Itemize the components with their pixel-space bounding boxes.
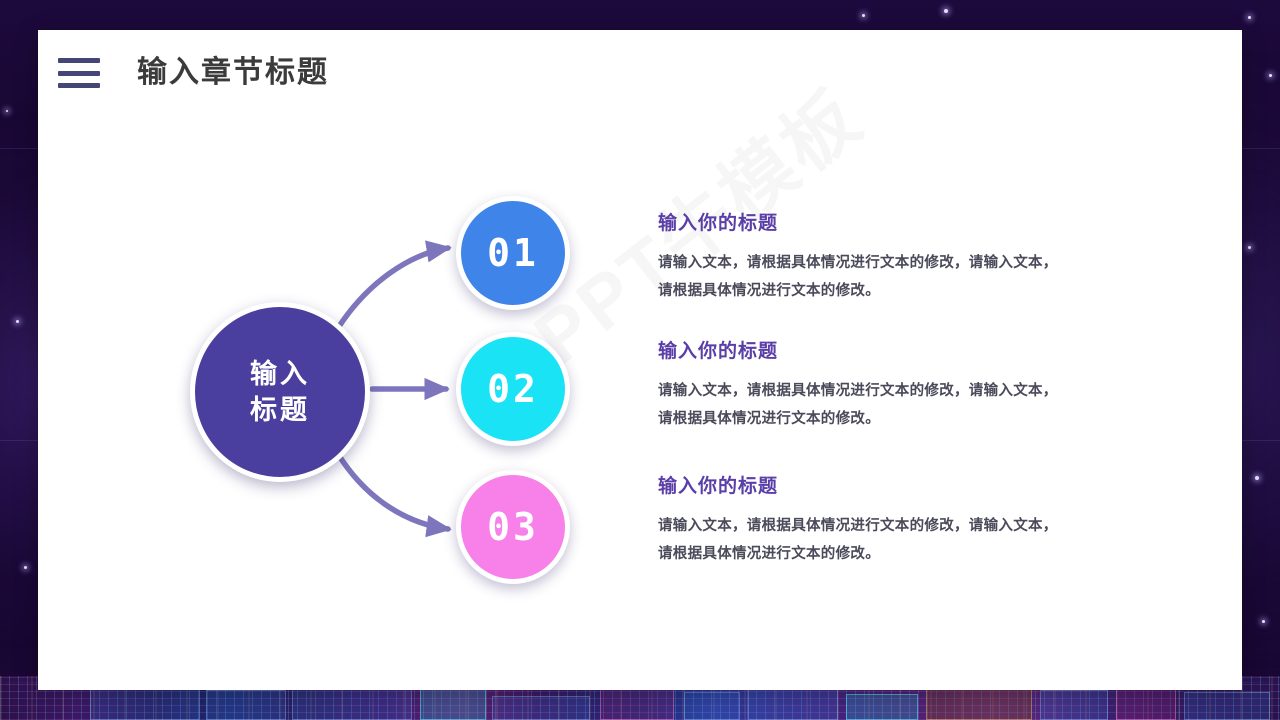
sparkle-dot — [862, 14, 865, 17]
sparkle-dot — [16, 320, 19, 323]
node-circle-03[interactable]: 03 — [456, 470, 570, 584]
content-body-line: 请输入文本，请根据具体情况进行文本的修改，请输入文本， — [658, 518, 1058, 534]
menu-bar — [58, 70, 100, 76]
content-block-3: 输入你的标题 请输入文本，请根据具体情况进行文本的修改，请输入文本， 请根据具体… — [658, 471, 1128, 569]
slide-content-card: 输入章节标题 PPT牛模板 输入 标题 — [38, 30, 1242, 690]
arrow-to-node-1 — [335, 240, 452, 331]
content-body-line: 请输入文本，请根据具体情况进行文本的修改，请输入文本， — [658, 255, 1058, 271]
process-diagram: 输入 标题 01 02 03 输入你的标题 请输入文本，请根据具体情况进行文本的… — [38, 30, 1242, 690]
hub-circle[interactable]: 输入 标题 — [190, 302, 370, 482]
content-body-line: 请根据具体情况进行文本的修改。 — [658, 411, 880, 428]
sparkle-dot — [1269, 74, 1272, 77]
arrow-to-node-3 — [335, 451, 452, 538]
page-title: 输入章节标题 — [137, 56, 329, 89]
slide-header: 输入章节标题 — [38, 30, 329, 116]
sparkle-dot — [1248, 16, 1251, 19]
node-number: 02 — [487, 367, 539, 411]
hub-label-line1: 输入 — [250, 358, 310, 389]
content-title: 输入你的标题 — [658, 476, 779, 497]
content-body-line: 请根据具体情况进行文本的修改。 — [658, 283, 880, 300]
menu-bar — [58, 58, 100, 63]
sparkle-dot — [944, 9, 948, 13]
hub-label-line2: 标题 — [250, 395, 310, 425]
content-body: 请输入文本，请根据具体情况进行文本的修改，请输入文本， 请根据具体情况进行文本的… — [658, 512, 1128, 569]
sparkle-dot — [6, 110, 8, 112]
node-circle-02[interactable]: 02 — [456, 332, 570, 446]
menu-bar — [58, 83, 100, 88]
node-number: 03 — [487, 505, 539, 549]
content-title: 输入你的标题 — [658, 213, 779, 234]
content-block-2: 输入你的标题 请输入文本，请根据具体情况进行文本的修改，请输入文本， 请根据具体… — [658, 336, 1128, 434]
content-body-line: 请输入文本，请根据具体情况进行文本的修改，请输入文本， — [658, 383, 1058, 399]
sparkle-dot — [24, 566, 27, 569]
node-circle-01[interactable]: 01 — [456, 196, 570, 310]
content-body: 请输入文本，请根据具体情况进行文本的修改，请输入文本， 请根据具体情况进行文本的… — [658, 249, 1128, 306]
hamburger-menu-icon[interactable] — [58, 58, 100, 88]
content-body-line: 请根据具体情况进行文本的修改。 — [658, 546, 880, 563]
node-number: 01 — [487, 231, 539, 275]
sparkle-dot — [1248, 246, 1251, 249]
content-block-1: 输入你的标题 请输入文本，请根据具体情况进行文本的修改，请输入文本， 请根据具体… — [658, 208, 1128, 306]
sparkle-dot — [1262, 620, 1265, 623]
content-body: 请输入文本，请根据具体情况进行文本的修改，请输入文本， 请根据具体情况进行文本的… — [658, 377, 1128, 434]
content-title: 输入你的标题 — [658, 341, 779, 362]
sparkle-dot — [1255, 476, 1259, 480]
